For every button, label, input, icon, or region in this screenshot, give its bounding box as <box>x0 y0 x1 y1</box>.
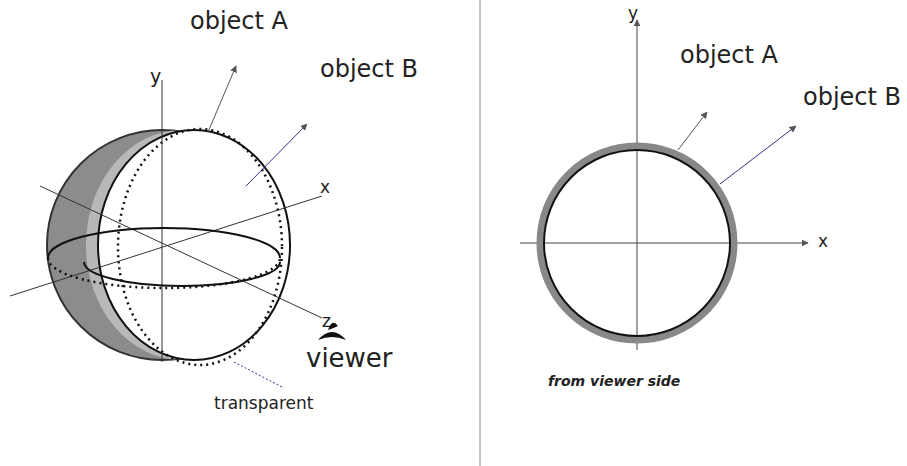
part-label: object B <box>803 84 901 110</box>
viewer-label: viewer <box>306 344 393 373</box>
axis-label: y <box>628 4 638 23</box>
part-label: object A <box>680 42 778 68</box>
axis-label: x <box>320 178 330 197</box>
axis-label: z <box>322 312 331 331</box>
axis-label: y <box>150 66 161 87</box>
caption-label: from viewer side <box>548 374 680 389</box>
note-label: transparent <box>214 394 313 413</box>
axis-label: x <box>818 232 828 251</box>
part-label: object B <box>320 56 418 82</box>
part-label: object A <box>190 8 288 34</box>
